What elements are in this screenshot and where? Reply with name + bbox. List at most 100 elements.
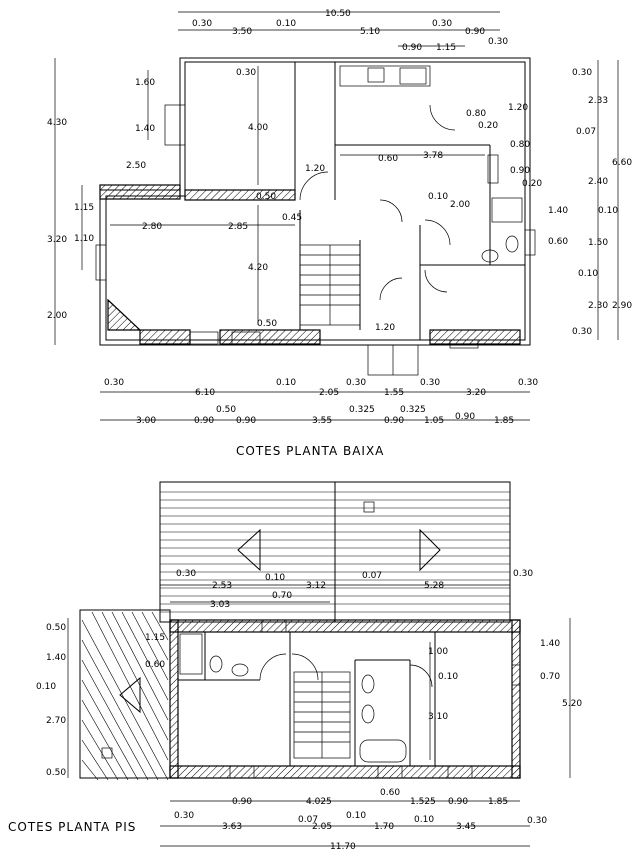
dim-label: 1.40 <box>46 653 66 663</box>
door-swing <box>259 653 287 681</box>
dim-label: 2.85 <box>228 222 248 232</box>
stove-icon <box>367 67 385 83</box>
dim-label: 0.30 <box>513 569 533 579</box>
dim-label: 0.07 <box>298 815 318 825</box>
shower-icon <box>179 633 203 675</box>
upper-wall-hatch <box>169 619 179 779</box>
dim-label: 2.00 <box>450 200 470 210</box>
door-swing <box>424 219 451 246</box>
dim-label: 1.40 <box>548 206 568 216</box>
dim-label: 3.45 <box>456 822 476 832</box>
door-swing <box>379 199 403 223</box>
dim-label: 0.10 <box>276 378 296 388</box>
dim-label: 0.60 <box>378 154 398 164</box>
ground-stairs <box>299 244 361 326</box>
dim-label: 4.20 <box>248 263 268 273</box>
washbasin-icon <box>481 249 499 263</box>
door-swing <box>424 269 448 293</box>
chimney-icon <box>101 747 113 759</box>
dim-label: 2.40 <box>588 177 608 187</box>
dim-label: 0.10 <box>414 815 434 825</box>
dim-ground-interior: 0.30 4.00 2.50 1.20 0.50 0.45 2.80 2.85 … <box>126 68 542 333</box>
dim-label: 0.50 <box>216 405 236 415</box>
window <box>231 331 261 345</box>
dim-label: 2.53 <box>212 581 232 591</box>
dim-ground-top-row: 0.30 3.50 0.10 5.10 0.30 0.90 0.30 0.90 … <box>192 19 508 53</box>
dim-label: 0.90 <box>465 27 485 37</box>
dim-label: 0.30 <box>174 811 194 821</box>
dim-label: 0.10 <box>598 206 618 216</box>
dim-label: 0.10 <box>265 573 285 583</box>
dim-label: 0.30 <box>176 569 196 579</box>
dim-label: 0.50 <box>257 319 277 329</box>
dim-upper-bottom-1: 0.60 0.90 4.025 1.525 0.90 1.85 <box>232 788 508 807</box>
window <box>189 331 219 345</box>
dim-label: 1.60 <box>135 78 155 88</box>
dim-label: 0.325 <box>400 405 426 415</box>
window <box>511 664 521 686</box>
dim-label: 4.00 <box>248 123 268 133</box>
dim-label: 3.20 <box>466 388 486 398</box>
dim-label: 0.80 <box>466 109 486 119</box>
dim-label: 5.10 <box>360 27 380 37</box>
dim-label: 0.30 <box>346 378 366 388</box>
dim-label: 0.10 <box>36 682 56 692</box>
dim-label: 0.90 <box>455 412 475 422</box>
dim-label: 5.28 <box>424 581 444 591</box>
dim-label: 1.05 <box>424 416 444 426</box>
dim-label: 3.20 <box>47 235 67 245</box>
dim-label: 1.20 <box>508 103 528 113</box>
dim-label: 2.33 <box>588 96 608 106</box>
dim-label: 0.30 <box>432 19 452 29</box>
dim-upper-interior: 1.15 0.60 1.00 0.10 3.10 <box>145 633 458 722</box>
dim-label: 5.20 <box>562 699 582 709</box>
dim-label: 2.00 <box>47 311 67 321</box>
dim-ground-bottom-2: 3.00 0.90 0.50 0.90 3.55 0.325 0.90 0.32… <box>136 405 514 426</box>
upper-wall-hatch <box>169 619 521 633</box>
dim-label: 0.70 <box>540 672 560 682</box>
dim-label: 1.15 <box>74 203 94 213</box>
dim-label: 0.90 <box>510 166 530 176</box>
dim-label: 1.15 <box>436 43 456 53</box>
dim-upper-right: 1.40 0.70 5.20 <box>540 639 582 709</box>
window <box>95 244 107 281</box>
window <box>447 765 473 779</box>
dim-label: 1.50 <box>588 238 608 248</box>
dim-label: 0.80 <box>510 140 530 150</box>
fireplace-hatch <box>107 298 142 331</box>
dim-label: 0.50 <box>256 192 276 202</box>
dim-label: 0.30 <box>572 68 592 78</box>
ground-wall-hatch <box>429 329 521 345</box>
dim-label: 1.00 <box>428 647 448 657</box>
toilet-icon <box>505 235 519 253</box>
dim-upper-bottom-2: 0.30 3.63 0.07 2.05 0.10 1.70 0.10 3.45 … <box>174 811 547 832</box>
window <box>524 229 536 256</box>
dim-upper-roof: 0.30 2.53 0.10 3.12 0.07 5.28 0.30 3.03 … <box>176 569 533 610</box>
ground-floor-title: COTES PLANTA BAIXA <box>236 444 384 458</box>
dim-label: 0.90 <box>232 797 252 807</box>
dim-label: 0.10 <box>346 811 366 821</box>
dim-ground-left: 4.30 3.20 2.00 1.60 1.40 1.15 1.10 <box>47 78 155 321</box>
upper-floor-title: COTES PLANTA PIS <box>8 820 136 834</box>
dim-label: 0.30 <box>488 37 508 47</box>
dim-label: 0.30 <box>236 68 256 78</box>
dim-upper-left: 0.50 1.40 0.10 2.70 0.50 <box>36 623 66 778</box>
dim-label: 1.70 <box>374 822 394 832</box>
dim-label: 0.10 <box>428 192 448 202</box>
dim-label: 0.10 <box>438 672 458 682</box>
door-swing <box>429 104 456 131</box>
dim-label: 3.55 <box>312 416 332 426</box>
dim-label: 6.60 <box>612 158 632 168</box>
slope-arrow-icon <box>419 528 441 572</box>
dim-label: 2.50 <box>126 161 146 171</box>
dim-label: 1.15 <box>145 633 165 643</box>
dim-ground-right: 0.30 2.33 0.07 2.40 0.10 1.50 0.10 2.30 … <box>548 68 632 337</box>
dim-label: 6.10 <box>195 388 215 398</box>
dim-label: 0.90 <box>402 43 422 53</box>
dim-label: 0.30 <box>527 816 547 826</box>
ground-wall-hatch <box>139 329 191 345</box>
window <box>261 619 287 633</box>
ground-floor-plan <box>54 11 619 421</box>
dim-label: 0.70 <box>272 591 292 601</box>
dim-label: 0.30 <box>420 378 440 388</box>
